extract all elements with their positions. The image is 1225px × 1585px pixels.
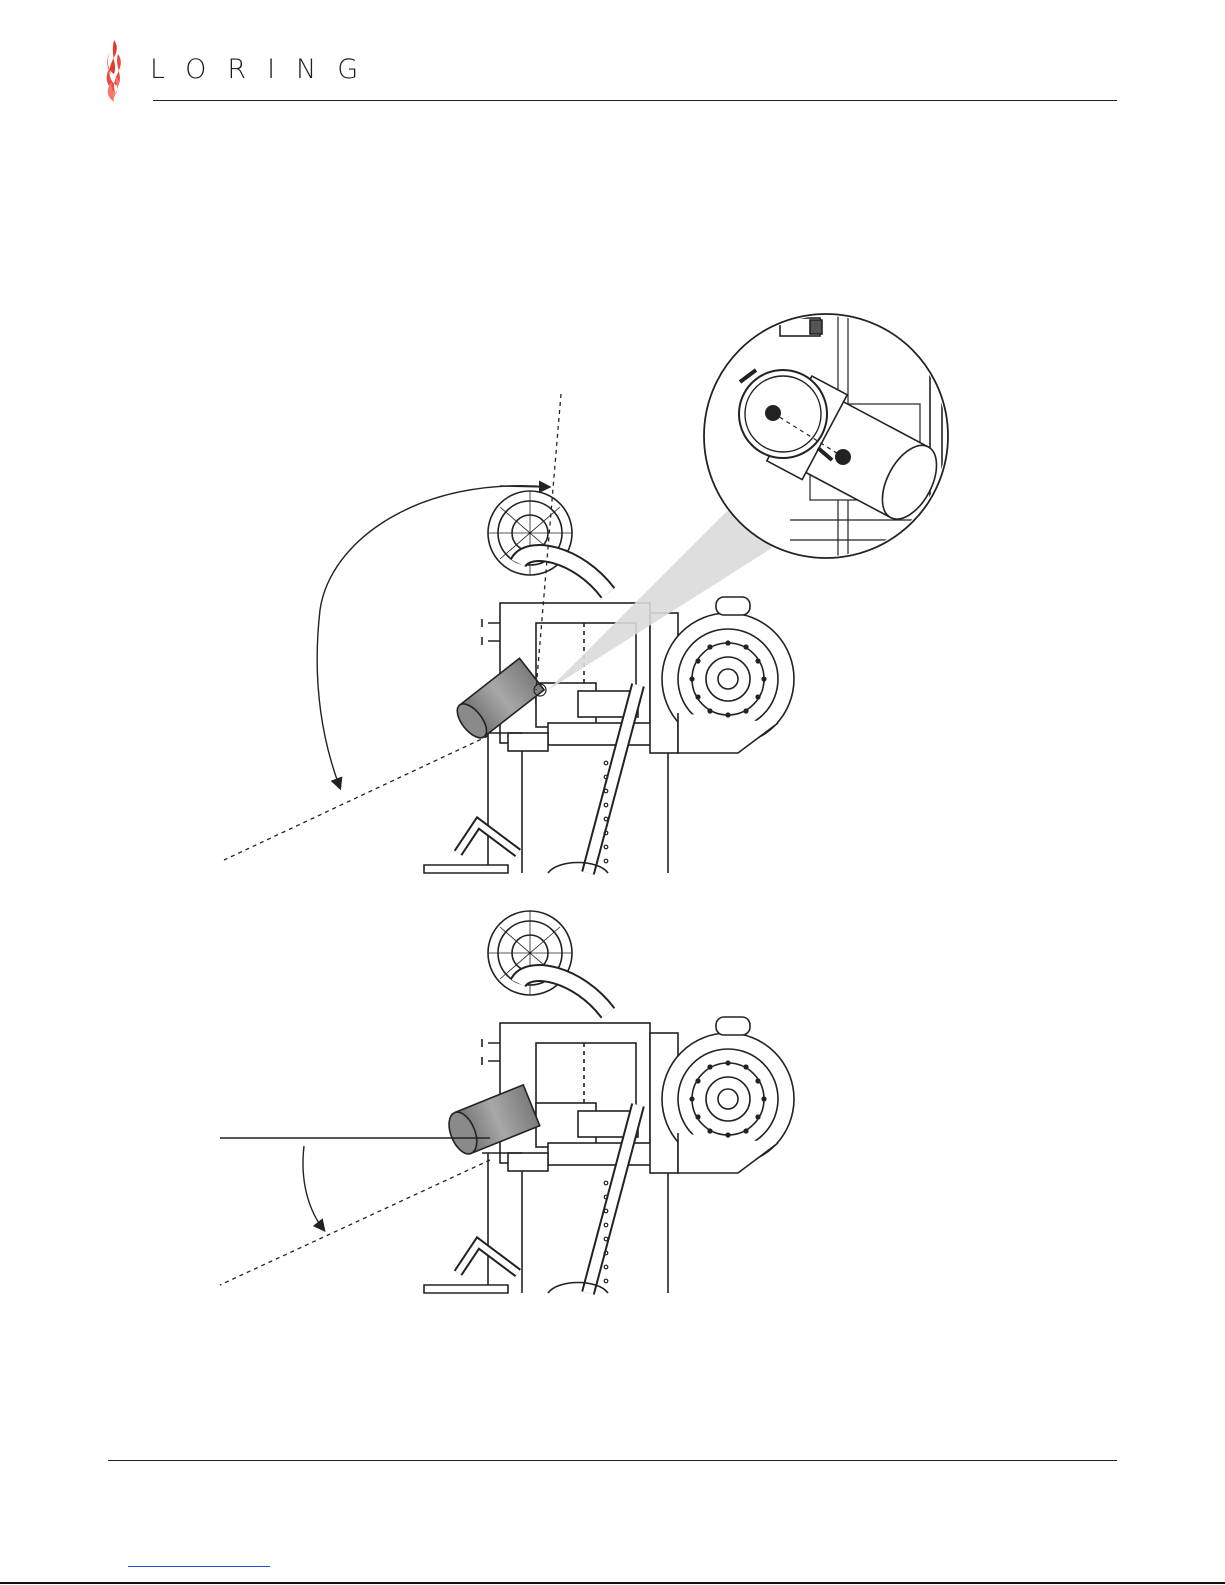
upper-roaster-drawing	[424, 491, 794, 873]
footer-link[interactable]	[128, 1566, 270, 1578]
lower-angle-indicator	[220, 1138, 490, 1285]
footer-link-anchor[interactable]	[128, 1566, 270, 1567]
page-bottom-edge	[0, 1582, 1225, 1584]
detail-callout-circle	[704, 314, 951, 560]
lower-roaster-drawing	[424, 911, 794, 1293]
footer-divider	[108, 1460, 1117, 1461]
